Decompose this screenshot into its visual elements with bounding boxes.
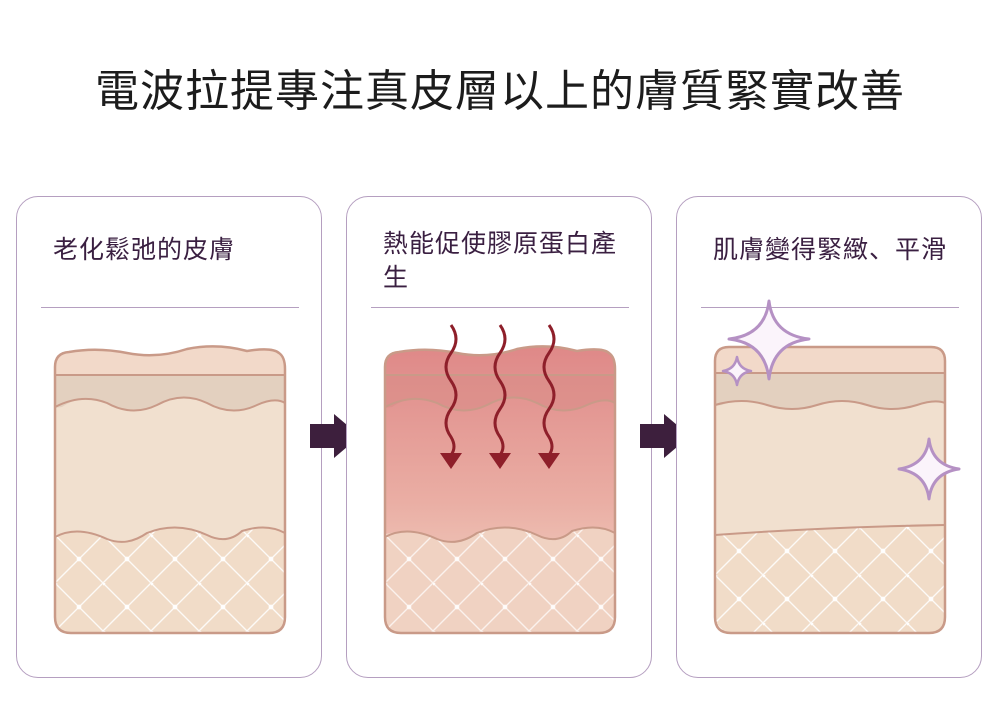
panel-divider [701, 307, 959, 308]
skin-cross-section [53, 345, 287, 635]
wavy-heat-arrow-icon [440, 324, 462, 469]
panel-firm-skin: 肌膚變得緊緻、平滑 [676, 196, 982, 678]
panel-label: 肌膚變得緊緻、平滑 [713, 235, 948, 264]
panel-heated-skin: 熱能促使膠原蛋白產生 [346, 196, 652, 678]
panel-label: 熱能促使膠原蛋白產生 [383, 229, 618, 292]
four-point-sparkle-icon [897, 437, 961, 501]
four-point-sparkle-icon [727, 299, 811, 381]
skin-cross-section-heated [383, 324, 617, 635]
panel-divider [41, 307, 299, 308]
panel-aged-skin: 老化鬆弛的皮膚 [16, 196, 322, 678]
page-title: 電波拉提專注真皮層以上的膚質緊實改善 [95, 66, 905, 117]
four-point-sparkle-icon [721, 355, 753, 387]
panel-label: 老化鬆弛的皮膚 [53, 235, 236, 264]
panel-divider [371, 307, 629, 308]
right-block-arrow-icon [640, 414, 690, 458]
right-block-arrow-icon [310, 414, 360, 458]
wavy-heat-arrow-icon [489, 324, 511, 469]
skin-cross-section-firm [713, 299, 961, 635]
wavy-heat-arrow-icon [538, 324, 560, 469]
